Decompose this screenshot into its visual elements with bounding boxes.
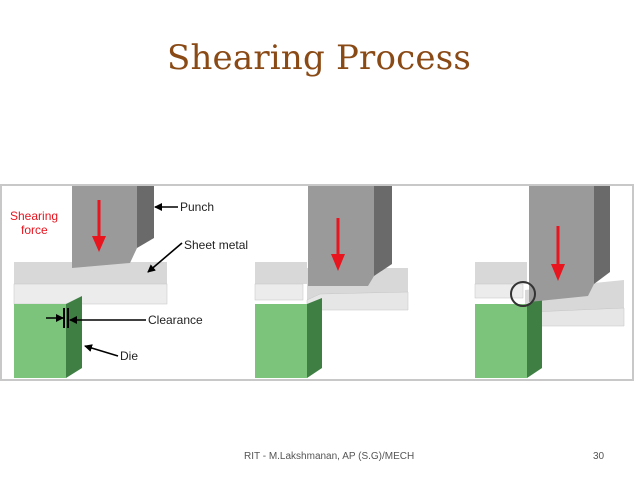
die-side bbox=[307, 298, 322, 378]
shearing-diagram: Shearing force Punch Sheet metal Clearan… bbox=[10, 186, 625, 378]
die-side bbox=[527, 298, 542, 378]
sheet-metal-top bbox=[475, 262, 527, 284]
sheet-metal-top bbox=[255, 262, 307, 284]
punch-face bbox=[529, 186, 594, 302]
sheet-callout-line bbox=[147, 242, 183, 273]
die-face bbox=[255, 304, 307, 378]
shearing-force-label-2: force bbox=[21, 223, 48, 237]
die-label: Die bbox=[120, 349, 138, 363]
stage-3-fracture bbox=[474, 186, 625, 378]
die-face bbox=[14, 304, 66, 378]
punch-side bbox=[374, 186, 392, 276]
punch-face bbox=[308, 186, 374, 286]
die-callout-line bbox=[84, 344, 119, 357]
sheet-metal-label: Sheet metal bbox=[184, 238, 248, 252]
fracture-zone-circle bbox=[510, 281, 536, 307]
page-number: 30 bbox=[593, 451, 605, 462]
die-face bbox=[475, 304, 527, 378]
punch-face bbox=[72, 186, 137, 268]
slide-title: Shearing Process bbox=[166, 38, 472, 78]
punch-side bbox=[137, 186, 154, 248]
force-arrow-head bbox=[551, 264, 565, 281]
sheet-metal-edge bbox=[13, 283, 168, 305]
punch-side bbox=[594, 186, 610, 284]
footer-credit: RIT - M.Lakshmanan, AP (S.G)/MECH bbox=[244, 451, 415, 462]
force-arrow-head bbox=[331, 254, 345, 271]
punch-label: Punch bbox=[180, 200, 214, 214]
sheet-metal-edge bbox=[254, 283, 304, 301]
shearing-diagram-frame: Shearing force Punch Sheet metal Clearan… bbox=[0, 184, 634, 381]
sheet-metal-deformed-edge bbox=[306, 291, 409, 311]
stage-2-penetration bbox=[254, 186, 409, 378]
clearance-label: Clearance bbox=[148, 313, 203, 327]
sheet-metal-edge bbox=[474, 283, 524, 299]
sheet-metal-top bbox=[14, 262, 167, 284]
shearing-force-label-1: Shearing bbox=[10, 209, 58, 223]
force-arrow-head bbox=[92, 236, 106, 252]
stage-1-contact: Shearing force Punch Sheet metal Clearan… bbox=[10, 186, 248, 378]
